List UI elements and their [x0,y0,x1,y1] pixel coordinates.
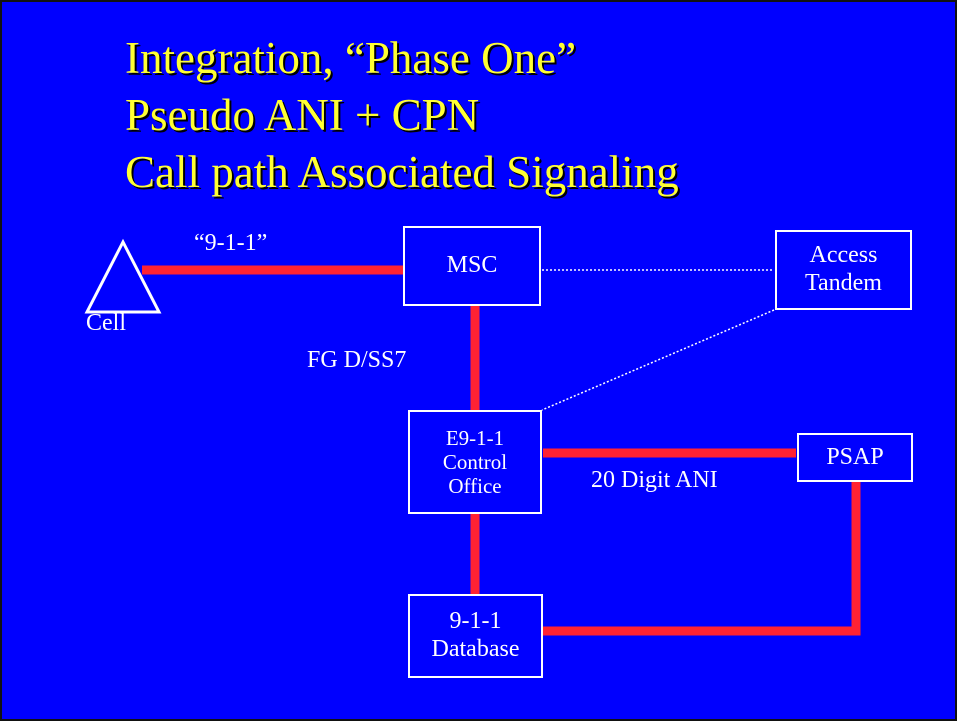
database-psap-link [543,482,861,636]
access-tandem-node: Access Tandem [775,230,912,310]
access-tandem-label-line-1: Access [809,242,878,269]
cell-triangle-icon [84,238,162,314]
msc-control-link-label: FG D/SS7 [307,347,407,373]
database-node: 9-1-1 Database [408,594,543,678]
tandem-control-link [541,309,775,411]
control-office-label-line-1: E9-1-1 [445,425,505,450]
title-line-1: Integration, “Phase One” [125,33,577,83]
database-label-line-1: 9-1-1 [449,608,502,635]
control-office-label-line-2: Control [442,449,508,474]
msc-label: MSC [446,252,498,279]
psap-node: PSAP [797,433,913,482]
title-line-2: Pseudo ANI + CPN [125,90,480,140]
cell-label: Cell [86,310,126,336]
control-office-label-line-3: Office [448,474,502,499]
psap-label: PSAP [826,443,884,470]
control-psap-link-label: 20 Digit ANI [591,467,718,493]
control-office-node: E9-1-1 Control Office [408,410,542,514]
title-line-3: Call path Associated Signaling [125,147,679,197]
cell-msc-link-label: “9-1-1” [194,230,268,256]
msc-node: MSC [403,226,541,306]
access-tandem-label-line-2: Tandem [805,270,882,296]
database-label-line-2: Database [431,636,520,662]
